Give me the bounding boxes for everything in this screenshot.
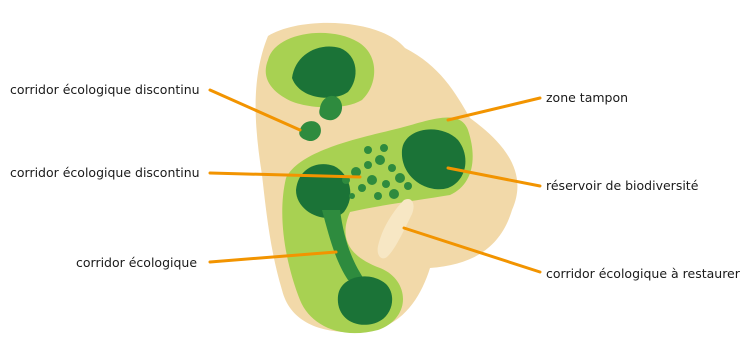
label-corridor-to-restore: corridor écologique à restaurer bbox=[546, 266, 740, 282]
label-discontinuous-corridor-middle: corridor écologique discontinu bbox=[10, 165, 200, 181]
label-discontinuous-corridor-top: corridor écologique discontinu bbox=[10, 82, 200, 98]
reservoir-bottom bbox=[338, 276, 392, 324]
label-biodiversity-reservoir: réservoir de biodiversité bbox=[546, 178, 698, 194]
label-buffer-zone: zone tampon bbox=[546, 90, 628, 106]
label-ecological-corridor: corridor écologique bbox=[76, 255, 197, 271]
